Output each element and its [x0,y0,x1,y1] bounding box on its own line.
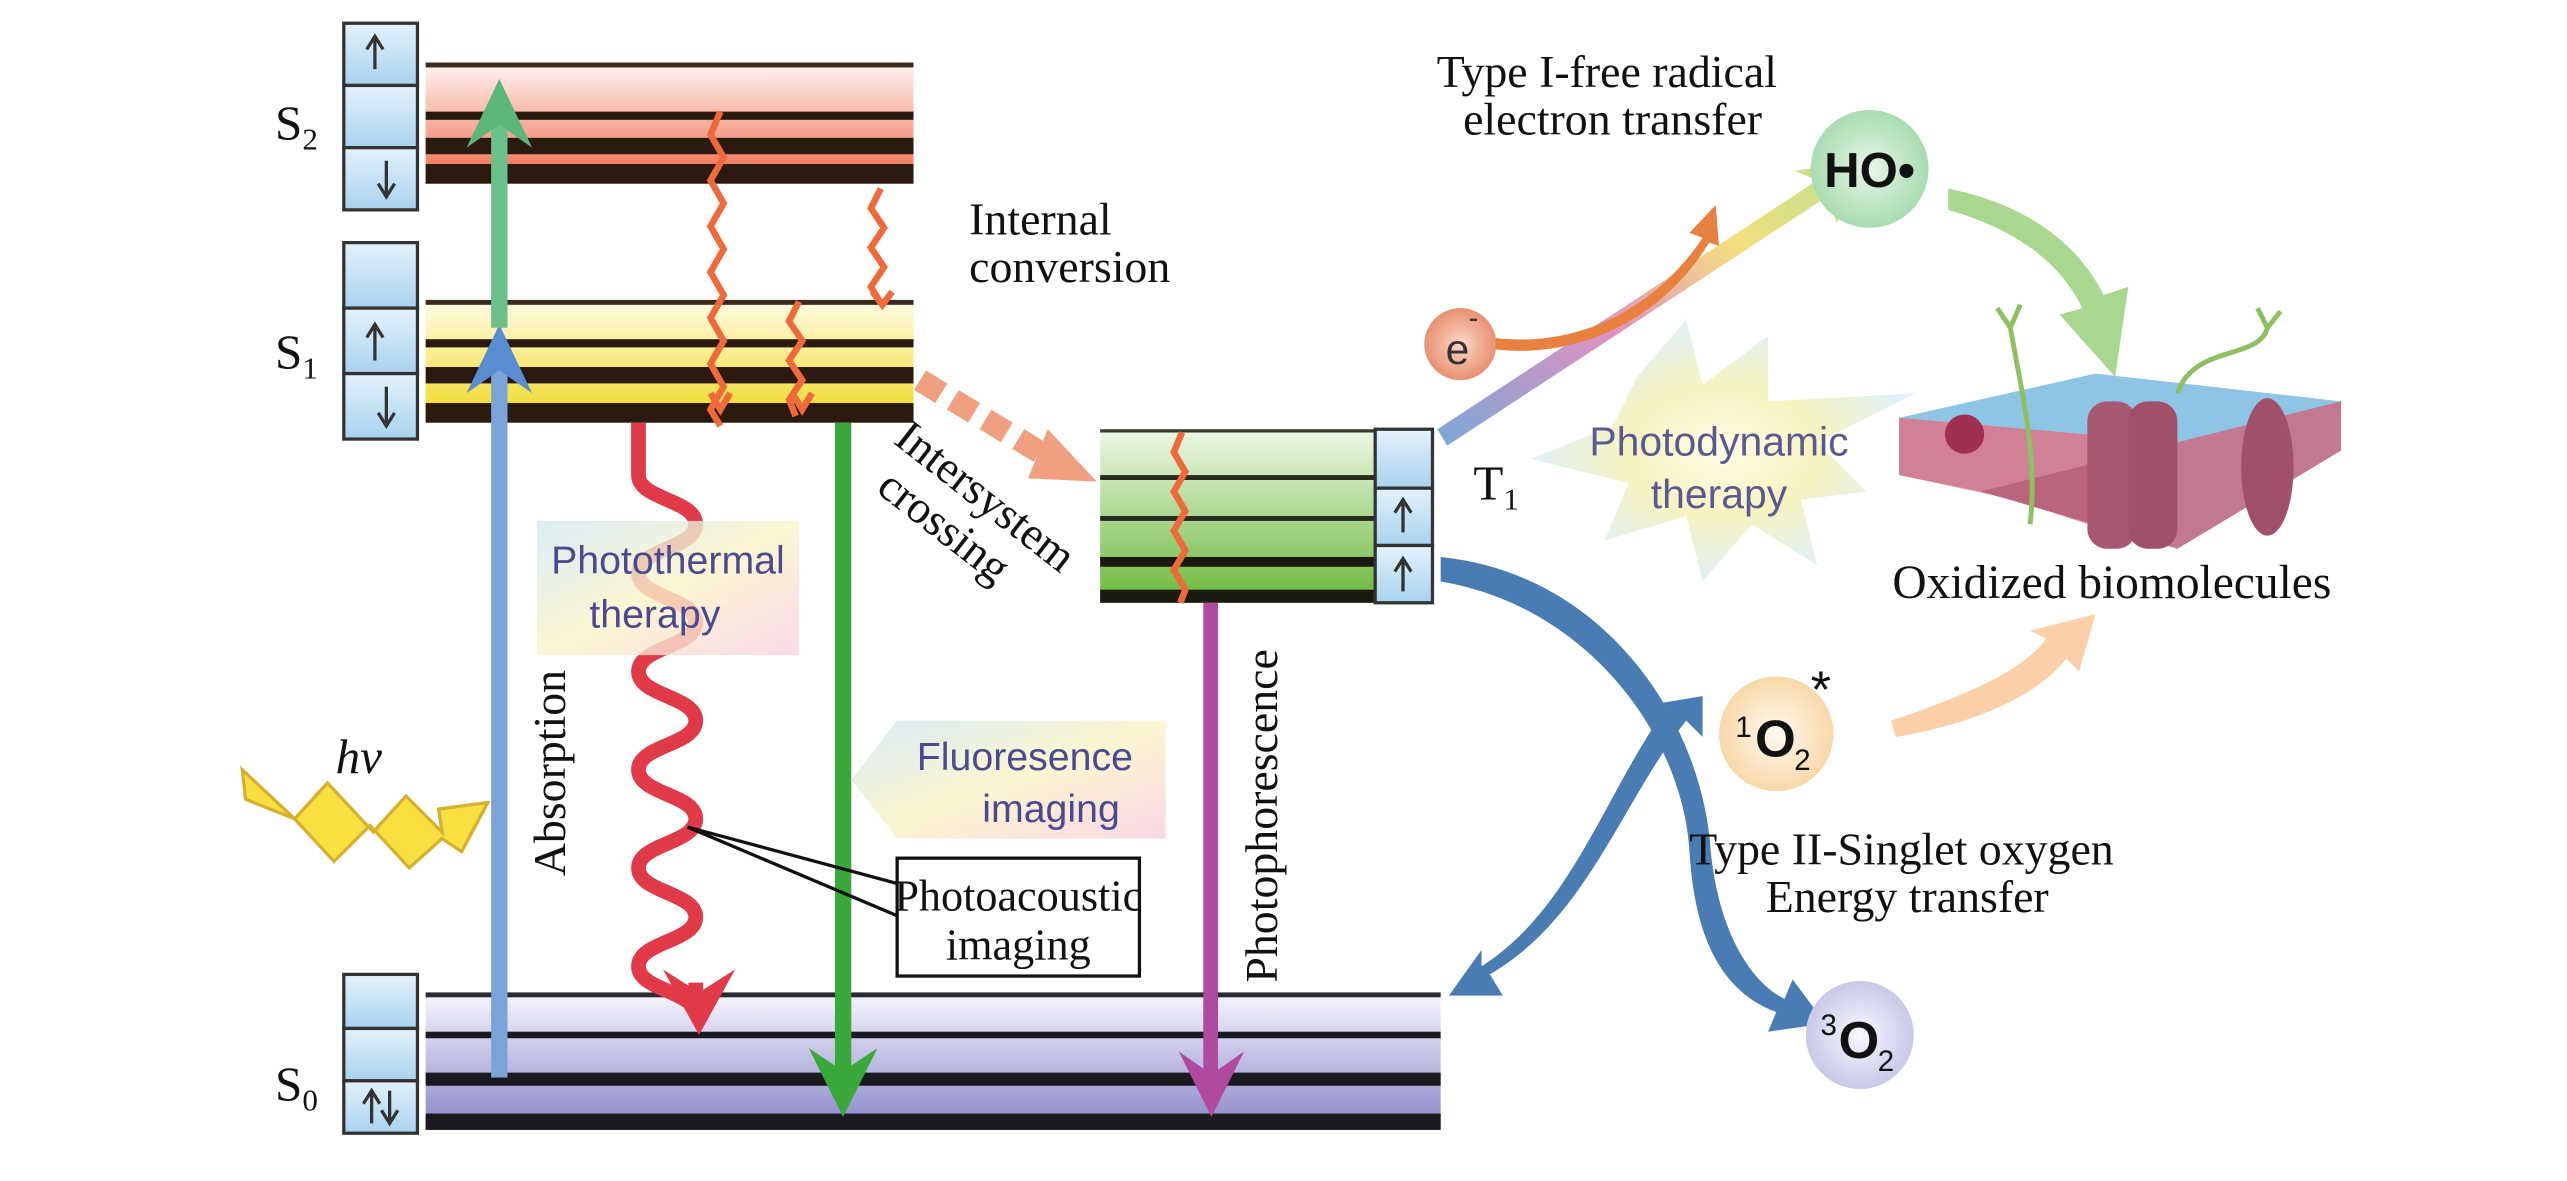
s0-spin-box [342,972,420,1135]
internal-conversion-arrows [706,110,1190,604]
s0-label: S0 [275,1056,318,1117]
svg-text:Photoacoustic: Photoacoustic [894,872,1142,921]
svg-text:2: 2 [1794,744,1810,777]
ho-to-biomolecules-arrow [1948,188,2129,377]
oxidized-biomolecules-label: Oxidized biomolecules [1892,557,2331,609]
photodynamic-therapy-label: Photodynamic therapy [1530,319,1916,582]
s1-spin-box [342,240,420,441]
svg-text:imaging: imaging [982,787,1120,831]
svg-text:2: 2 [1878,1045,1894,1078]
svg-text:*: * [1811,662,1831,720]
excitation-arrow [466,78,533,328]
photothermal-arrow [631,422,736,1035]
phosphorescence-arrow [1178,602,1245,1117]
svg-text:e: e [1446,326,1470,374]
triplet-oxygen-icon: 3 O 2 [1805,980,1914,1090]
s2-spin-box [342,21,420,212]
svg-text:3: 3 [1820,1009,1836,1042]
phosphorescence-label: Photophorescence [1236,649,1287,982]
s1-level [425,299,914,423]
photoacoustic-callout: Photoacoustic imaging [686,825,1142,978]
svg-text:O: O [1755,711,1796,769]
svg-text:1: 1 [1735,711,1751,744]
svg-text:-: - [1468,302,1478,335]
type2-label: Type II-Singlet oxygen Energy transfer [1689,824,2125,922]
svg-text:imaging: imaging [946,921,1091,970]
t1-level [1100,429,1392,603]
svg-text:Photothermal: Photothermal [551,538,785,582]
absorption-arrow [466,324,533,1078]
intersystem-crossing-arrow [914,370,1097,482]
absorption-label: Absorption [524,670,575,876]
electron-icon: e - [1424,302,1497,381]
fluorescence-imaging-label: Fluoresence imaging [851,720,1166,839]
hv-label: hv [336,729,383,784]
t1-spin-box [1373,427,1435,605]
cell-membrane-illustration [1899,303,2342,549]
s2-label: S2 [275,95,318,156]
singlet-oxygen-icon: 1 O 2 * [1718,662,1834,792]
fluorescence-arrow [808,422,878,1117]
svg-text:Photodynamic: Photodynamic [1589,418,1848,464]
hydroxyl-radical-icon: HO• [1810,110,1929,228]
t1-label: T1 [1473,456,1519,517]
svg-text:therapy: therapy [589,592,720,636]
s1-label: S1 [275,325,318,386]
electron-arrow [1481,204,1719,351]
svg-text:HO•: HO• [1824,144,1915,198]
internal-conversion-label: Internal conversion [969,193,1170,291]
s0-level [425,992,1441,1130]
type1-label: Type I-free radical electron transfer [1437,46,1789,144]
photon-lightning-icon [240,765,491,871]
photothermal-therapy-label: Photothermal therapy [536,520,799,656]
singlet-oxygen-to-s0-arrow [1448,696,1703,996]
svg-text:therapy: therapy [1651,471,1788,517]
svg-text:O: O [1838,1012,1879,1070]
singlet-oxygen-to-biomolecules-arrow [1890,614,2096,738]
svg-text:Fluoresence: Fluoresence [917,735,1133,779]
